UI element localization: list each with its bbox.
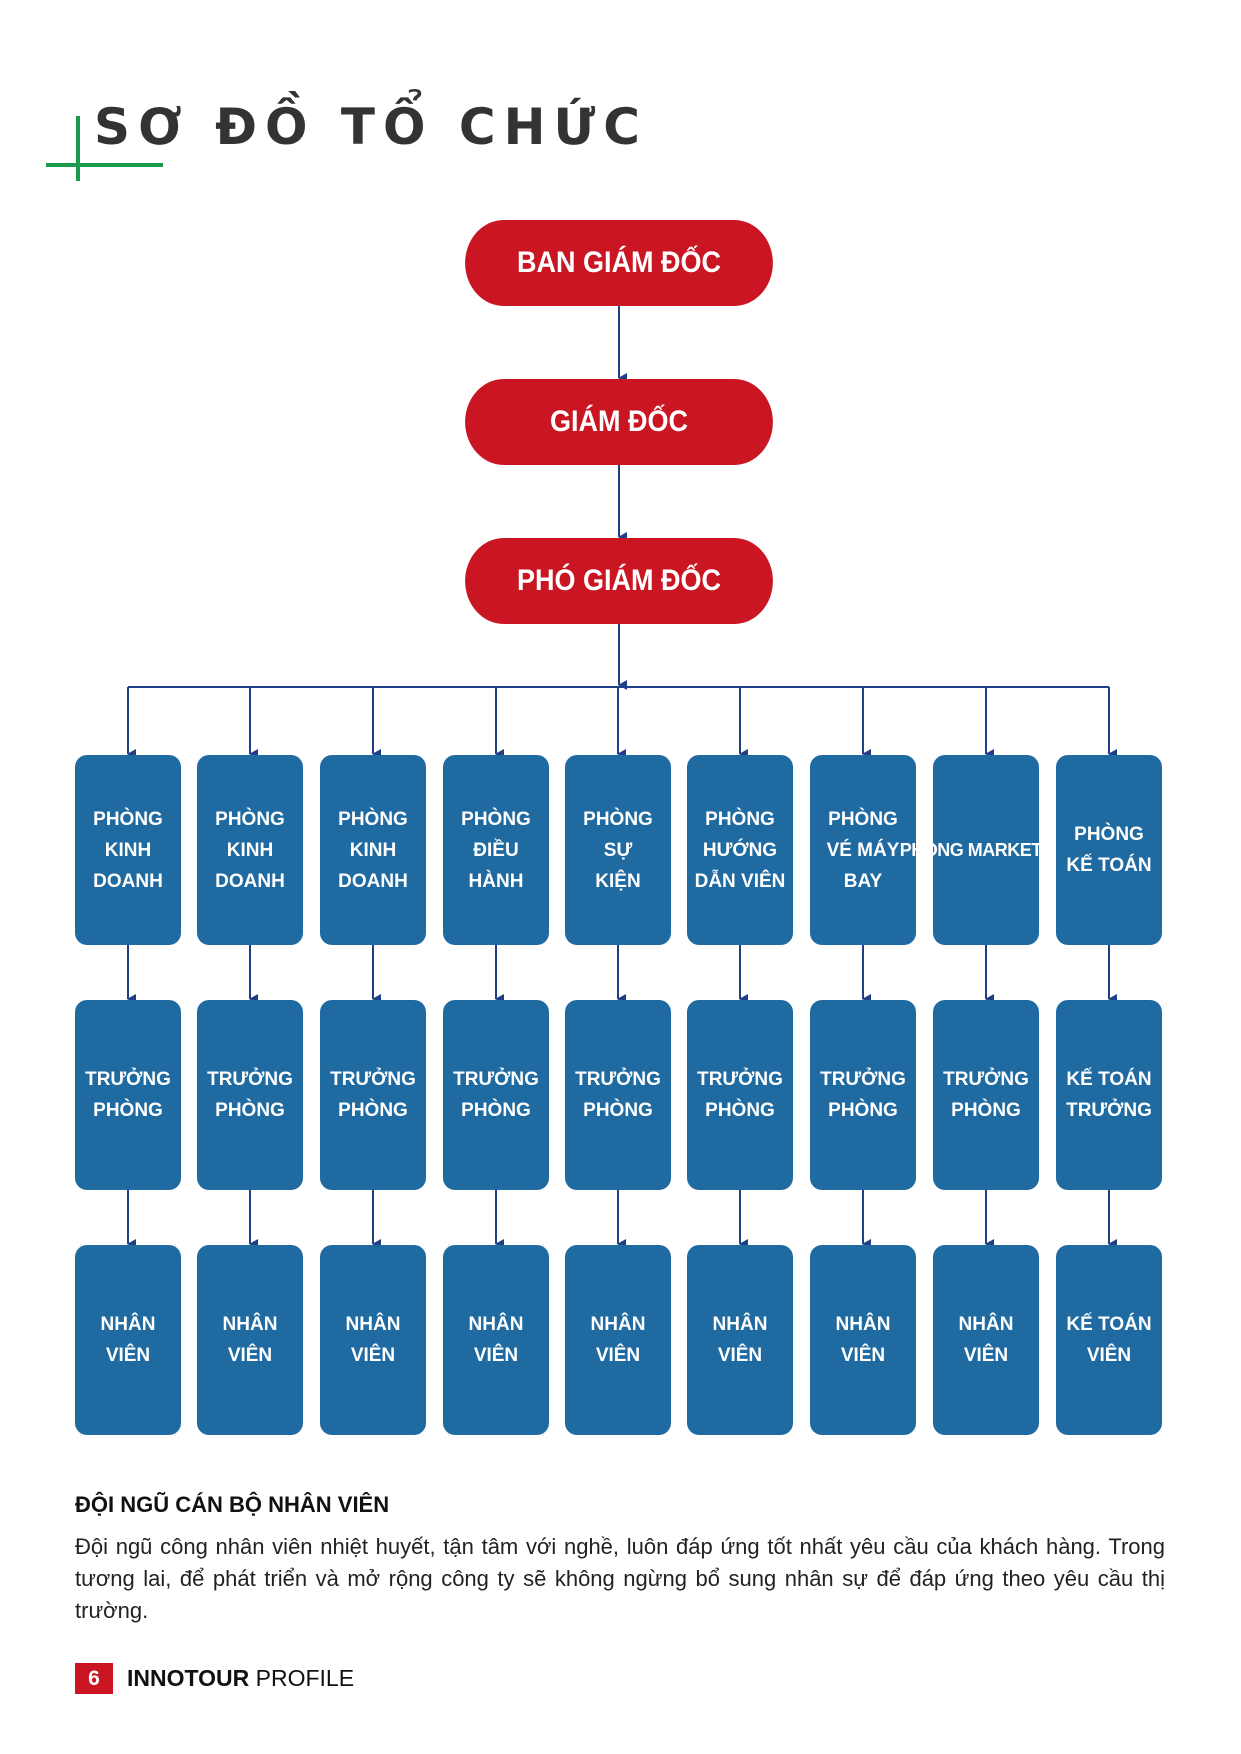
department-staff-box: NHÂN VIÊN xyxy=(687,1245,793,1435)
department-box-label: PHÒNG KINH DOANH xyxy=(93,808,163,892)
department-staff-box-label: NHÂN VIÊN xyxy=(345,1314,401,1366)
department-staff-box-label: NHÂN VIÊN xyxy=(222,1314,278,1366)
department-box: PHÒNG KẾ TOÁN xyxy=(1056,755,1162,945)
department-head-box: TRƯỞNG PHÒNG xyxy=(75,1000,181,1190)
department-box: PHÒNG SỰ KIỆN xyxy=(565,755,671,945)
department-staff-box-label: NHÂN VIÊN xyxy=(958,1314,1014,1366)
department-staff-box: NHÂN VIÊN xyxy=(320,1245,426,1435)
department-staff-box: NHÂN VIÊN xyxy=(197,1245,303,1435)
department-staff-box: NHÂN VIÊN xyxy=(933,1245,1039,1435)
department-box: PHÒNG VÉ MÁY BAY xyxy=(810,755,916,945)
department-box-label: PHÒNG SỰ KIỆN xyxy=(583,808,653,892)
department-staff-box: NHÂN VIÊN xyxy=(565,1245,671,1435)
footer-brand: INNOTOUR PROFILE xyxy=(127,1663,354,1694)
department-head-box-label: KẾ TOÁN TRƯỞNG xyxy=(1066,1069,1152,1121)
giam-doc-box: GIÁM ĐỐC xyxy=(465,379,773,465)
department-head-box-label: TRƯỞNG PHÒNG xyxy=(85,1069,171,1121)
department-box: PHÒNG MARKETING xyxy=(900,755,1073,945)
department-staff-box: NHÂN VIÊN xyxy=(810,1245,916,1435)
department-head-box: TRƯỞNG PHÒNG xyxy=(443,1000,549,1190)
department-head-box: TRƯỞNG PHÒNG xyxy=(933,1000,1039,1190)
department-head-box: TRƯỞNG PHÒNG xyxy=(197,1000,303,1190)
department-staff-box: NHÂN VIÊN xyxy=(75,1245,181,1435)
title-accent-line-vertical xyxy=(76,116,80,181)
department-box-label: PHÒNG ĐIỀU HÀNH xyxy=(461,808,531,892)
page-number: 6 xyxy=(75,1663,113,1694)
department-staff-box-label: KẾ TOÁN VIÊN xyxy=(1066,1314,1152,1366)
department-head-box: TRƯỞNG PHÒNG xyxy=(320,1000,426,1190)
department-staff-box-label: NHÂN VIÊN xyxy=(835,1314,891,1366)
pho-giam-doc-box: PHÓ GIÁM ĐỐC xyxy=(465,538,773,624)
department-box-label: PHÒNG VÉ MÁY BAY xyxy=(826,808,900,892)
department-head-box: TRƯỞNG PHÒNG xyxy=(565,1000,671,1190)
department-box: PHÒNG ĐIỀU HÀNH xyxy=(443,755,549,945)
department-staff-box-label: NHÂN VIÊN xyxy=(590,1314,646,1366)
department-staff-box-label: NHÂN VIÊN xyxy=(100,1314,156,1366)
department-head-box-label: TRƯỞNG PHÒNG xyxy=(820,1069,906,1121)
footer-brand-suffix: PROFILE xyxy=(255,1665,355,1691)
department-staff-box: KẾ TOÁN VIÊN xyxy=(1056,1245,1162,1435)
department-box: PHÒNG KINH DOANH xyxy=(197,755,303,945)
department-staff-box-label: NHÂN VIÊN xyxy=(468,1314,524,1366)
ban-giam-doc-box: BAN GIÁM ĐỐC xyxy=(465,220,773,306)
department-head-box: KẾ TOÁN TRƯỞNG xyxy=(1056,1000,1162,1190)
title-accent-line xyxy=(46,163,163,167)
department-head-box: TRƯỞNG PHÒNG xyxy=(687,1000,793,1190)
department-head-box-label: TRƯỞNG PHÒNG xyxy=(453,1069,539,1121)
department-box-label: PHÒNG MARKETING xyxy=(899,839,1073,860)
department-box: PHÒNG KINH DOANH xyxy=(75,755,181,945)
department-staff-box-label: NHÂN VIÊN xyxy=(712,1314,768,1366)
department-head-box: TRƯỞNG PHÒNG xyxy=(810,1000,916,1190)
department-box: PHÒNG KINH DOANH xyxy=(320,755,426,945)
department-box-label: PHÒNG KINH DOANH xyxy=(215,808,285,892)
department-box-label: PHÒNG KẾ TOÁN xyxy=(1066,824,1152,876)
department-head-box-label: TRƯỞNG PHÒNG xyxy=(575,1069,661,1121)
department-box-label: PHÒNG KINH DOANH xyxy=(338,808,408,892)
page-title: SƠ ĐỒ TỔ CHỨC xyxy=(94,98,648,156)
department-head-box-label: TRƯỞNG PHÒNG xyxy=(697,1069,783,1121)
department-box-label: PHÒNG HƯỚNG DẪN VIÊN xyxy=(694,808,786,892)
section-body: Đội ngũ công nhân viên nhiệt huyết, tận … xyxy=(75,1534,1165,1623)
department-staff-box: NHÂN VIÊN xyxy=(443,1245,549,1435)
department-head-box-label: TRƯỞNG PHÒNG xyxy=(330,1069,416,1121)
section-heading: ĐỘI NGŨ CÁN BỘ NHÂN VIÊN xyxy=(75,1492,390,1517)
department-head-box-label: TRƯỞNG PHÒNG xyxy=(943,1069,1029,1121)
department-box: PHÒNG HƯỚNG DẪN VIÊN xyxy=(687,755,793,945)
department-head-box-label: TRƯỞNG PHÒNG xyxy=(207,1069,293,1121)
footer-brand-name: INNOTOUR xyxy=(127,1665,250,1691)
